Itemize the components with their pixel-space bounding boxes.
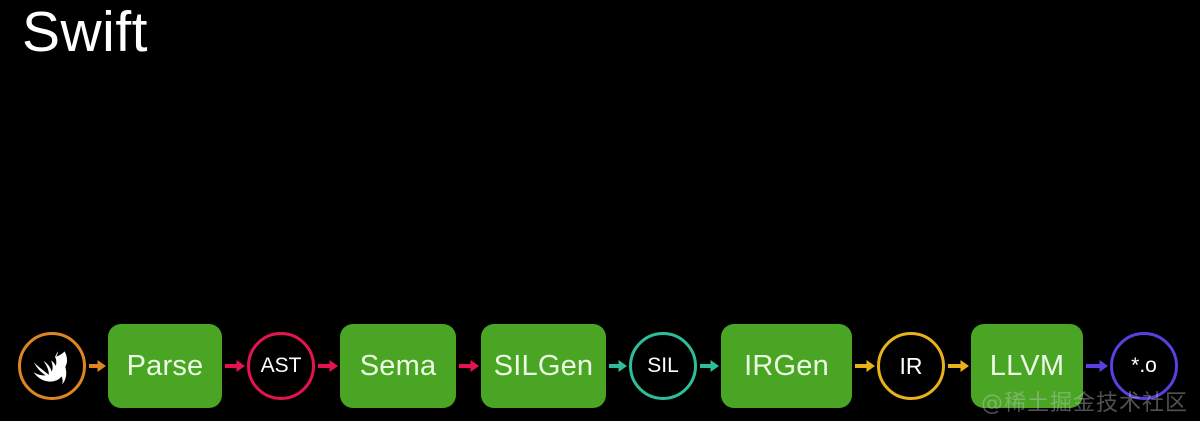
swift-bird-icon — [33, 351, 68, 385]
pipeline-node-irgen[interactable]: IRGen — [721, 324, 852, 408]
pipeline-node-object-file[interactable]: *.o — [1110, 332, 1178, 400]
pipeline-node-ast[interactable]: AST — [247, 332, 315, 400]
pipeline-node-llvm[interactable]: LLVM — [971, 324, 1083, 408]
pipeline-node-label-parse: Parse — [126, 349, 204, 382]
pipeline-node-label-sema: Sema — [359, 349, 437, 382]
page-title: Swift — [22, 0, 149, 64]
compiler-pipeline-diagram: Parse AST Sema SILGen SIL IRGen IR LLVM *.o — [0, 322, 1200, 414]
pipeline-node-label-sil: SIL — [647, 354, 679, 377]
pipeline-arrow-sema-to-silgen — [459, 360, 479, 372]
pipeline-arrow-parse-to-ast — [225, 360, 245, 372]
pipeline-arrow-ir-to-llvm — [948, 360, 969, 372]
pipeline-arrow-swift-to-parse — [89, 360, 106, 372]
pipeline-node-sema[interactable]: Sema — [340, 324, 456, 408]
pipeline-node-label-ast: AST — [260, 354, 302, 377]
pipeline-node-swift-logo[interactable] — [18, 332, 86, 400]
pipeline-node-label-object-file: *.o — [1131, 354, 1157, 377]
pipeline-arrow-irgen-to-ir — [855, 360, 875, 372]
pipeline-arrow-llvm-to-object — [1086, 360, 1108, 372]
pipeline-arrow-silgen-to-sil — [609, 360, 627, 372]
pipeline-node-silgen[interactable]: SILGen — [481, 324, 606, 408]
pipeline-node-parse[interactable]: Parse — [108, 324, 222, 408]
pipeline-node-label-silgen: SILGen — [493, 349, 594, 382]
pipeline-node-label-irgen: IRGen — [744, 349, 829, 382]
pipeline-arrow-sil-to-irgen — [700, 360, 719, 372]
pipeline-arrow-ast-to-sema — [318, 360, 338, 372]
pipeline-node-label-llvm: LLVM — [989, 349, 1065, 382]
pipeline-node-ir[interactable]: IR — [877, 332, 945, 400]
pipeline-node-sil[interactable]: SIL — [629, 332, 697, 400]
pipeline-node-label-ir: IR — [899, 352, 923, 379]
